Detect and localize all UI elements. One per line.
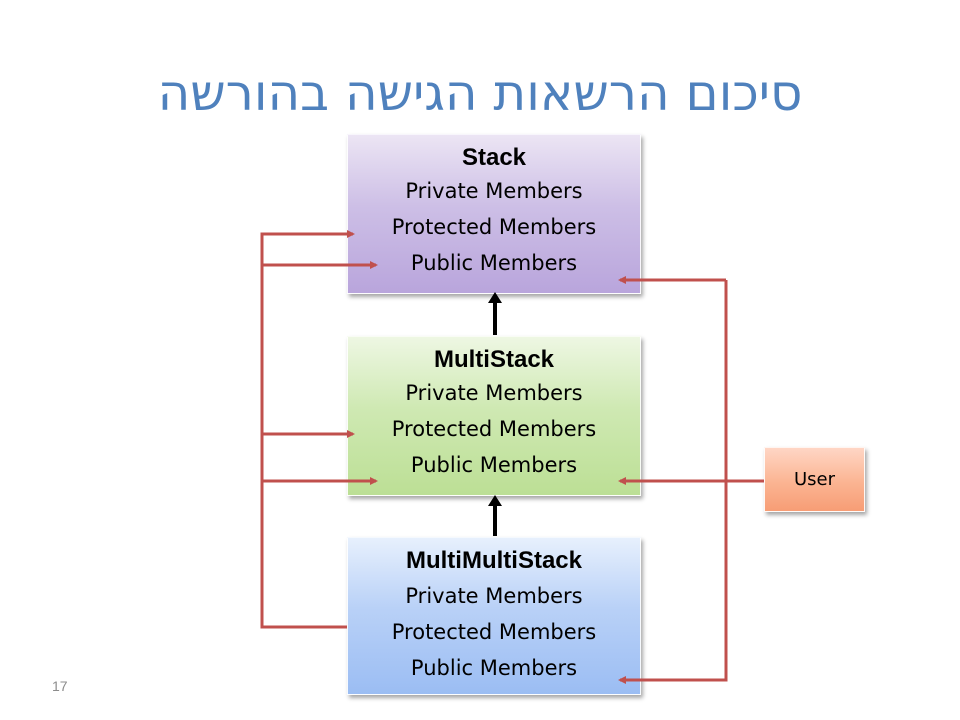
stack-protected-members: Protected Members bbox=[391, 215, 597, 239]
multimultistack-class-box: MultiMultiStack Private Members Protecte… bbox=[347, 537, 641, 695]
page-number: 17 bbox=[52, 678, 68, 694]
stack-private-members: Private Members bbox=[405, 179, 583, 203]
multimultistack-class-name: MultiMultiStack bbox=[405, 547, 582, 574]
multistack-protected-members: Protected Members bbox=[391, 417, 597, 441]
slide-title: סיכום הרשאות הגישה בהורשה bbox=[157, 64, 803, 122]
multimultistack-protected-members: Protected Members bbox=[391, 620, 597, 644]
multistack-private-members: Private Members bbox=[405, 381, 583, 405]
stack-class-box: Stack Private Members Protected Members … bbox=[347, 134, 641, 294]
user-access-arrows bbox=[618, 276, 764, 684]
left-access-arrows bbox=[260, 230, 378, 629]
multimultistack-private-members: Private Members bbox=[405, 584, 583, 608]
stack-class-name: Stack bbox=[461, 144, 527, 171]
user-box: User bbox=[764, 447, 865, 512]
multistack-class-box: MultiStack Private Members Protected Mem… bbox=[347, 336, 641, 496]
stack-public-members: Public Members bbox=[410, 251, 578, 275]
multistack-public-members: Public Members bbox=[410, 453, 578, 477]
multistack-class-name: MultiStack bbox=[433, 346, 555, 373]
multimultistack-public-members: Public Members bbox=[410, 656, 578, 680]
